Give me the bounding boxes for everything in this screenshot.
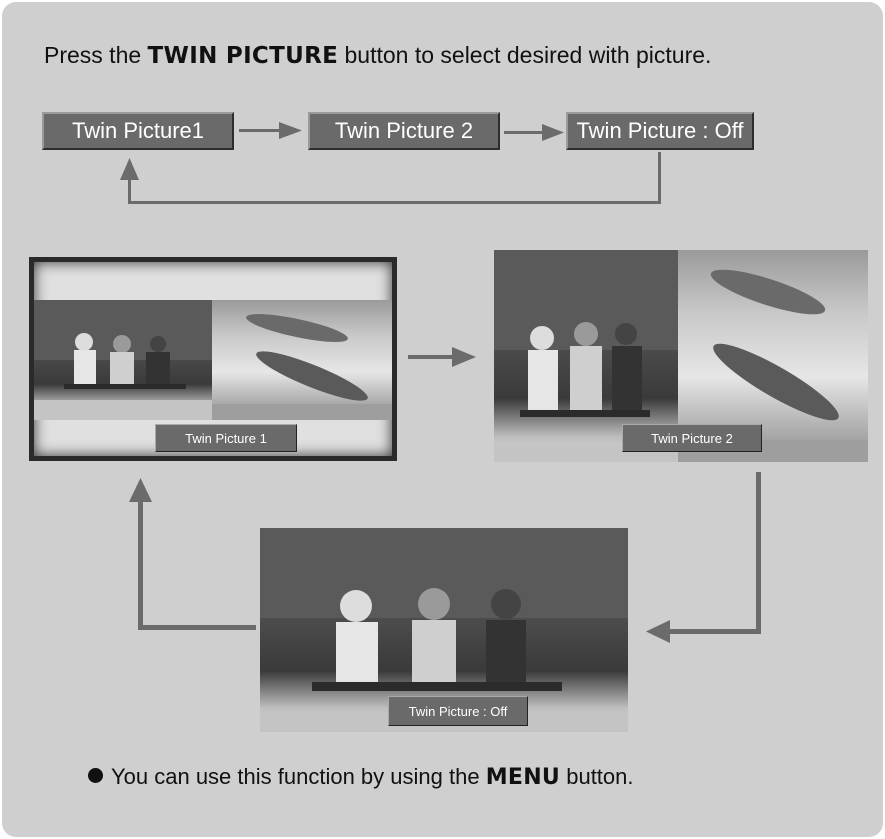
state-twin-picture-1: Twin Picture1 [42,112,234,150]
arrow-right-icon [504,124,564,141]
people-silhouettes [260,528,628,732]
twin-picture-1-label: Twin Picture 1 [155,424,297,452]
instruction-text: Press the TWIN PICTURE button to select … [44,42,711,69]
arrow-right-icon [239,122,302,139]
twin-picture-button-name: TWIN PICTURE [147,43,339,69]
dolphin-shapes [212,314,392,420]
twin-picture-off-label: Twin Picture : Off [388,696,528,726]
people-silhouettes [494,250,678,462]
label-text: Twin Picture 2 [651,430,733,446]
state-twin-picture-2: Twin Picture 2 [308,112,500,150]
people-photo [34,300,212,420]
twin-picture-off-screen: Twin Picture : Off [260,528,628,732]
bullet-icon [88,768,103,783]
arrow-left-icon [646,472,761,643]
label-text: Twin Picture 1 [185,430,267,446]
arrow-return-icon [120,152,661,204]
twin-picture-2-label: Twin Picture 2 [622,424,762,452]
state-label: Twin Picture1 [71,118,205,143]
arrow-up-icon [129,478,256,630]
instruction-suffix: button to select desired with picture. [344,42,712,68]
arrow-right-icon [408,347,476,367]
label-text: Twin Picture : Off [408,703,508,719]
footnote-prefix: You can use this function by using the [111,764,480,789]
state-label: Twin Picture 2 [334,118,474,143]
menu-button-name: MENU [485,765,561,790]
footnote: You can use this function by using the M… [88,764,634,790]
dolphin-photo [212,300,392,420]
cycle-arrows [120,122,661,204]
twin-picture-1-screen: Twin Picture 1 [29,257,397,461]
people-silhouettes [34,300,212,420]
twin-picture-2-screen: Twin Picture 2 [494,250,868,462]
instruction-prefix: Press the [44,42,142,68]
state-twin-picture-off: Twin Picture : Off [566,112,754,150]
footnote-suffix: button. [566,764,634,789]
tv-frame: Twin Picture 1 [34,262,392,456]
state-label: Twin Picture : Off [576,118,744,143]
